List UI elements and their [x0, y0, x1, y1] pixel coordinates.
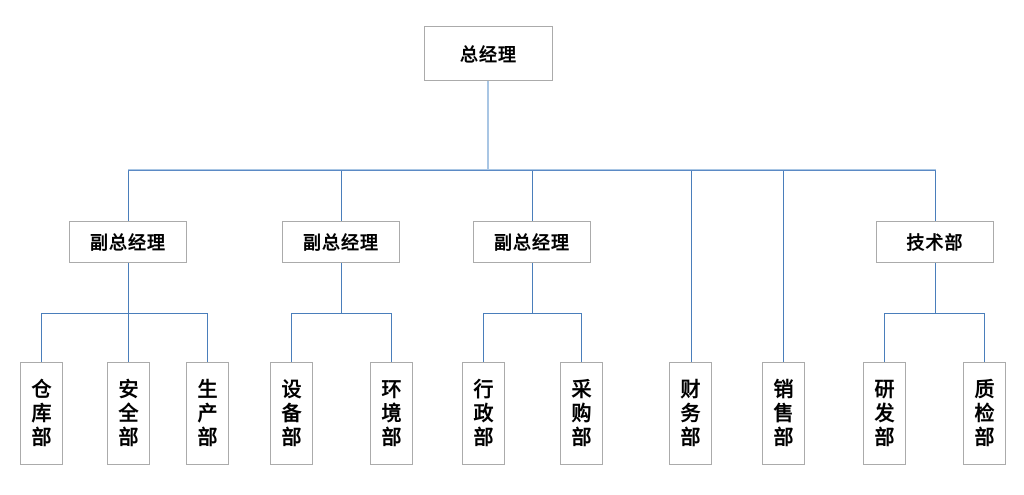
org-node-production-dept: 生产部 [186, 362, 229, 465]
connector-drop-warehouse [41, 314, 42, 362]
org-node-admin-dept: 行政部 [462, 362, 505, 465]
org-node-environment-dept: 环境部 [370, 362, 413, 465]
connector-stem-deputy-2 [341, 263, 342, 313]
org-node-safety-dept: 安全部 [107, 362, 150, 465]
connector-trunk [487, 81, 489, 170]
connector-drop-deputy-2 [341, 171, 342, 221]
org-node-equipment-dept: 设备部 [270, 362, 313, 465]
connector-drop-quality [984, 314, 985, 362]
org-node-warehouse-dept: 仓库部 [20, 362, 63, 465]
connector-drop-deputy-3 [532, 171, 533, 221]
connector-stem-technology [935, 263, 936, 313]
org-node-rnd-dept: 研发部 [863, 362, 906, 465]
connector-drop-rnd [884, 314, 885, 362]
org-node-deputy-manager-3: 副总经理 [473, 221, 591, 263]
connector-group-rail-2 [291, 313, 392, 314]
connector-main-rail [128, 169, 936, 171]
org-node-deputy-manager-1: 副总经理 [69, 221, 187, 263]
org-node-procurement-dept: 采购部 [560, 362, 603, 465]
connector-drop-equipment [291, 314, 292, 362]
connector-group-rail-4 [884, 313, 985, 314]
connector-stem-deputy-3 [532, 263, 533, 313]
connector-stem-deputy-1 [128, 263, 129, 313]
connector-drop-production [207, 314, 208, 362]
connector-drop-environment [391, 314, 392, 362]
org-node-quality-dept: 质检部 [963, 362, 1006, 465]
org-node-deputy-manager-2: 副总经理 [282, 221, 400, 263]
connector-group-rail-1 [41, 313, 208, 314]
connector-drop-deputy-1 [128, 171, 129, 221]
connector-drop-finance [691, 171, 692, 362]
connector-group-rail-3 [483, 313, 582, 314]
connector-drop-sales [783, 171, 784, 362]
org-node-sales-dept: 销售部 [762, 362, 805, 465]
connector-drop-safety [128, 314, 129, 362]
org-node-technology-dept: 技术部 [876, 221, 994, 263]
org-node-general-manager: 总经理 [424, 26, 553, 81]
org-node-finance-dept: 财务部 [669, 362, 712, 465]
connector-drop-technology [935, 171, 936, 221]
connector-drop-admin [483, 314, 484, 362]
connector-drop-procurement [581, 314, 582, 362]
